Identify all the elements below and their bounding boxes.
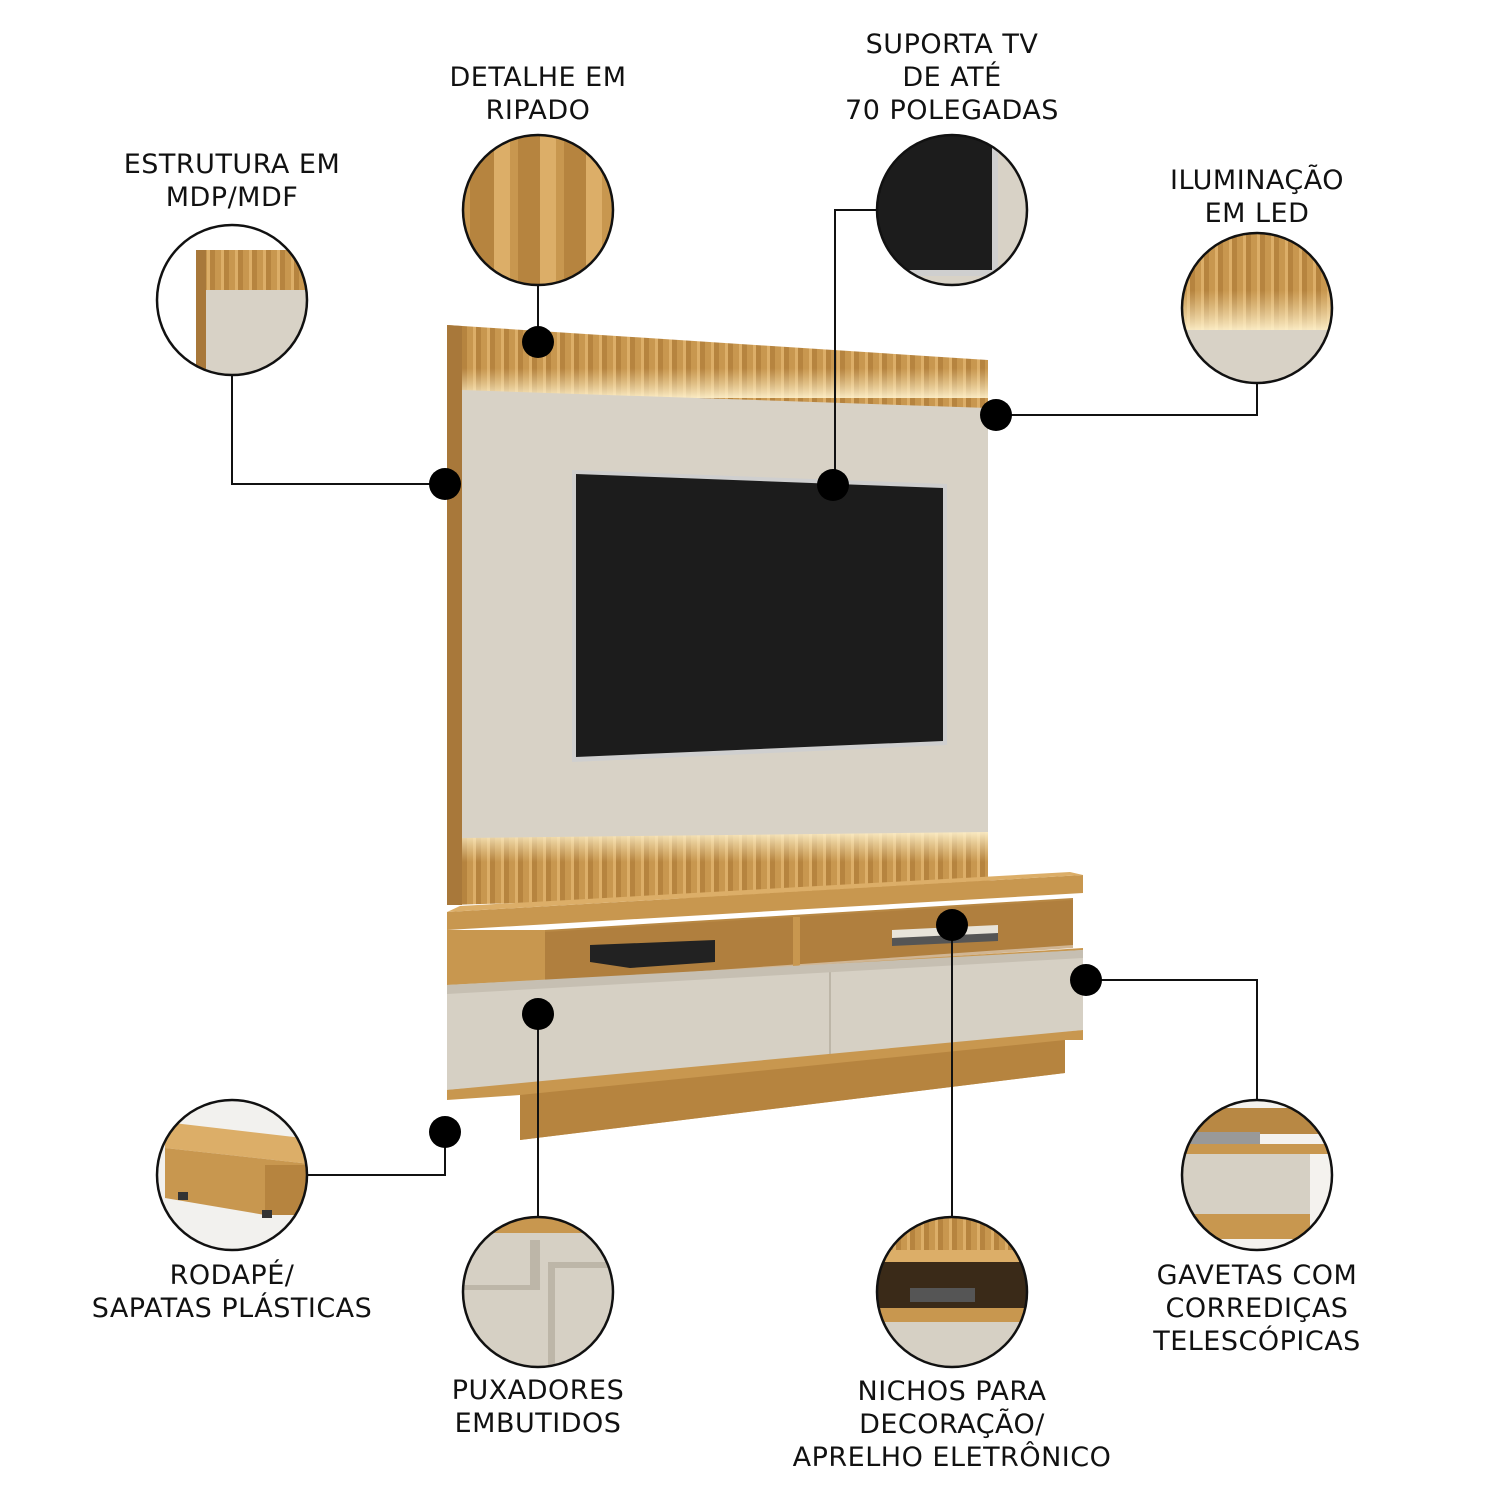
label-line: CORREDIÇAS [1165,1293,1349,1324]
tv [572,470,947,762]
label-nichos: NICHOS PARA DECORAÇÃO/ APRELHO ELETRÔNIC… [793,1375,1112,1474]
label-line: TELESCÓPICAS [1153,1326,1361,1357]
detail-puxadores [461,1215,615,1369]
detail-estrutura [155,223,309,377]
detail-ripado [461,133,615,287]
label-gavetas: GAVETAS COM CORREDIÇAS TELESCÓPICAS [1153,1259,1361,1358]
tv-rack [447,872,1083,1140]
leader-lines [231,209,1258,1217]
label-line: DE ATÉ [902,62,1002,93]
detail-gavetas [1180,1098,1334,1252]
label-rodape: RODAPÉ/ SAPATAS PLÁSTICAS [92,1259,373,1325]
marker-estrutura [429,468,461,500]
marker-led [980,399,1012,431]
marker-ripado [522,326,554,358]
detail-rodape [155,1098,309,1252]
detail-nichos [875,1215,1029,1369]
label-suporta: SUPORTA TV DE ATÉ 70 POLEGADAS [845,28,1059,127]
label-line: 70 POLEGADAS [845,95,1059,126]
drawer-left [447,965,830,1090]
marker-puxadores [522,998,554,1030]
label-line: NICHOS PARA [857,1376,1047,1407]
label-line: MDP/MDF [165,182,299,213]
callout-markers [429,326,1102,1148]
label-ripado: DETALHE EM RIPADO [449,61,626,127]
label-line: PUXADORES [451,1375,625,1406]
label-line: RIPADO [485,95,591,126]
detail-suporta [875,133,1029,287]
label-line: APRELHO ELETRÔNICO [792,1442,1112,1473]
label-line: EMBUTIDOS [454,1408,622,1439]
label-estrutura: ESTRUTURA EM MDP/MDF [124,148,341,214]
marker-suporta [817,469,849,501]
label-line: RODAPÉ/ [169,1260,295,1291]
drawer-right [830,950,1083,1058]
label-line: SUPORTA TV [865,29,1039,60]
label-line: ESTRUTURA EM [123,149,341,180]
marker-gavetas [1070,964,1102,996]
label-line: SAPATAS PLÁSTICAS [91,1293,373,1324]
label-line: EM LED [1204,198,1310,229]
detail-led [1180,231,1334,385]
label-line: DETALHE EM [449,62,627,93]
marker-rodape [429,1116,461,1148]
label-line: GAVETAS COM [1156,1260,1358,1291]
label-line: ILUMINAÇÃO [1170,165,1344,196]
label-puxadores: PUXADORES EMBUTIDOS [452,1374,625,1440]
label-line: DECORAÇÃO/ [859,1409,1045,1440]
label-led: ILUMINAÇÃO EM LED [1170,164,1344,230]
marker-nichos [936,909,968,941]
